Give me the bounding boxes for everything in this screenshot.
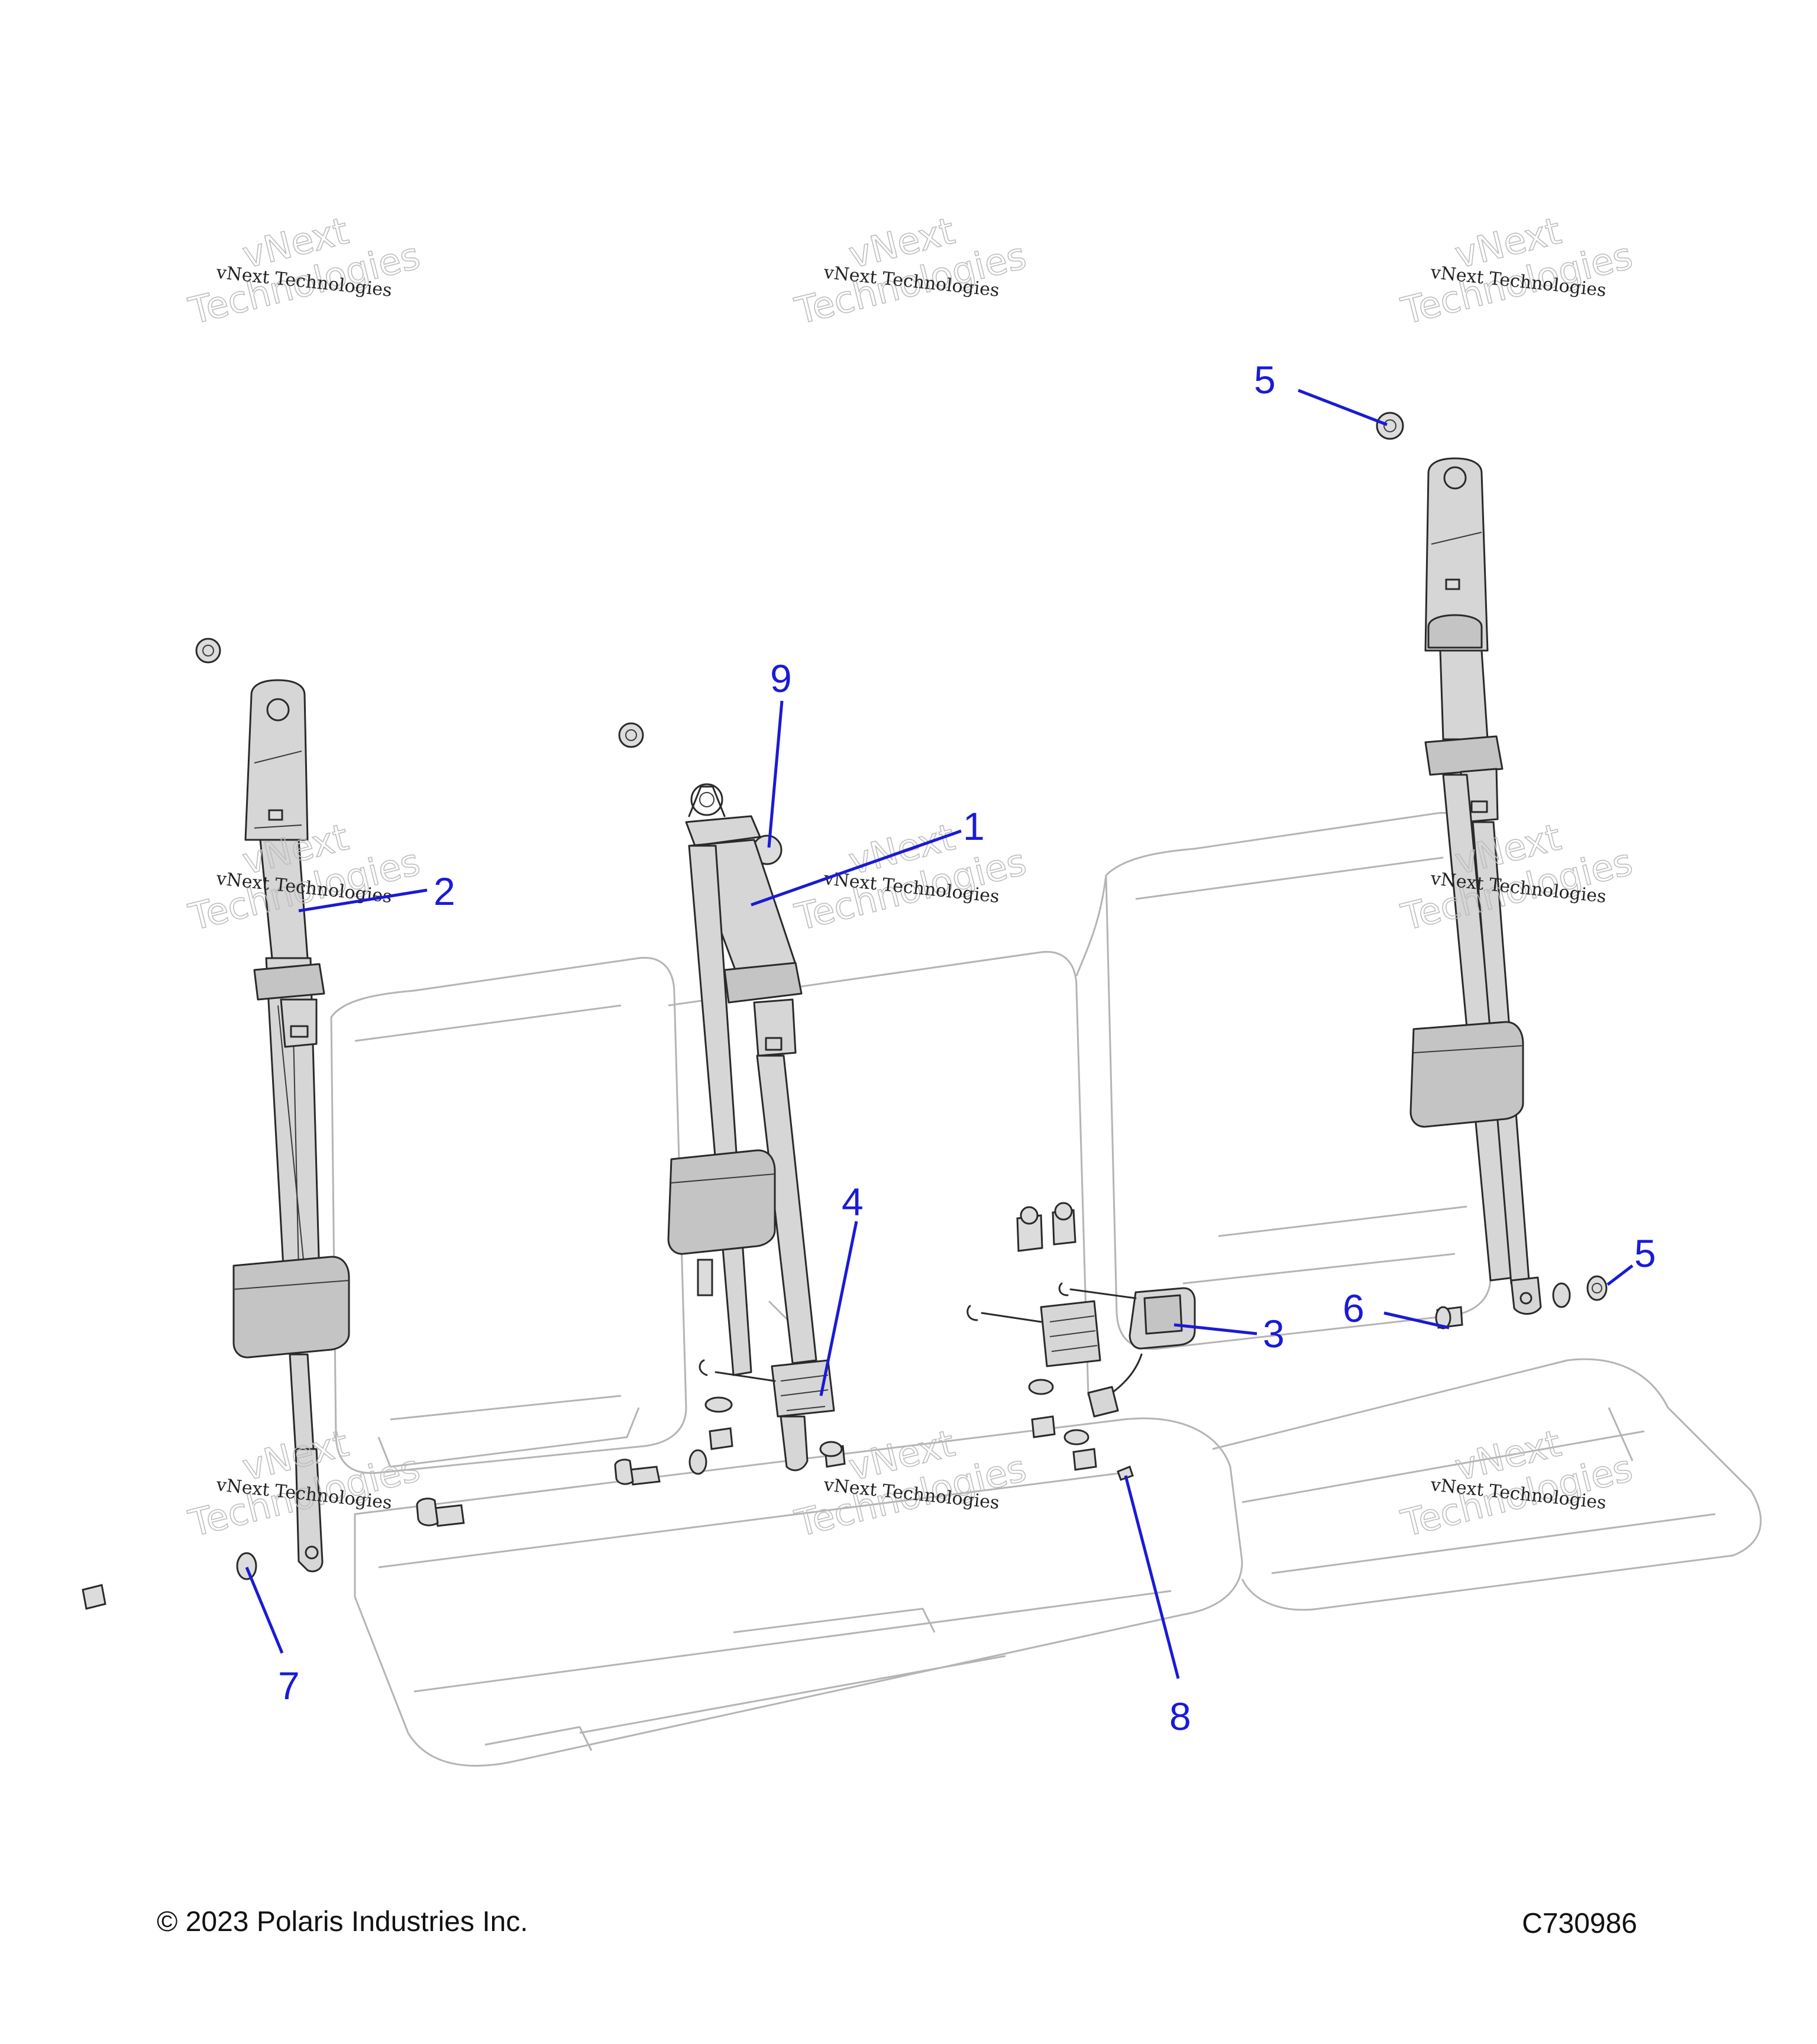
callout-8: 8 (1169, 1694, 1191, 1738)
watermark: vNext Technologies (790, 814, 1031, 939)
watermark: vNext Technologies (1396, 208, 1637, 333)
left-seat-belt-assembly (82, 638, 350, 1610)
callout-5-top: 5 (1254, 358, 1276, 402)
callout-5-right: 5 (1634, 1231, 1656, 1275)
figure-id: C730986 (1522, 1908, 1637, 1939)
callout-2: 2 (434, 869, 455, 913)
center-seat-belt-assembly (416, 722, 846, 1527)
watermark: vNext Technologies (184, 208, 425, 333)
callout-7: 7 (278, 1664, 300, 1707)
callout-1: 1 (963, 804, 985, 848)
bench-seat-outline (330, 811, 1762, 1767)
callout-labels: 1 2 3 4 5 5 6 7 8 9 (278, 358, 1656, 1738)
callout-6: 6 (1343, 1286, 1365, 1330)
watermark: vNext Technologies (790, 1421, 1031, 1545)
buckle-assembly (966, 1202, 1196, 1481)
callout-leaders (245, 389, 1634, 1679)
copyright-notice: © 2023 Polaris Industries Inc. (157, 1906, 528, 1938)
right-seat-belt-assembly (1376, 412, 1608, 1330)
callout-4: 4 (842, 1180, 864, 1224)
watermark: vNext Technologies (1396, 814, 1637, 939)
callout-9: 9 (770, 656, 792, 700)
watermark: vNext Technologies (790, 208, 1031, 333)
watermark: vNext Technologies (1396, 1421, 1637, 1545)
watermarks: vNext Technologies vNext Technologies vN… (184, 208, 1637, 1545)
callout-3: 3 (1263, 1312, 1285, 1356)
